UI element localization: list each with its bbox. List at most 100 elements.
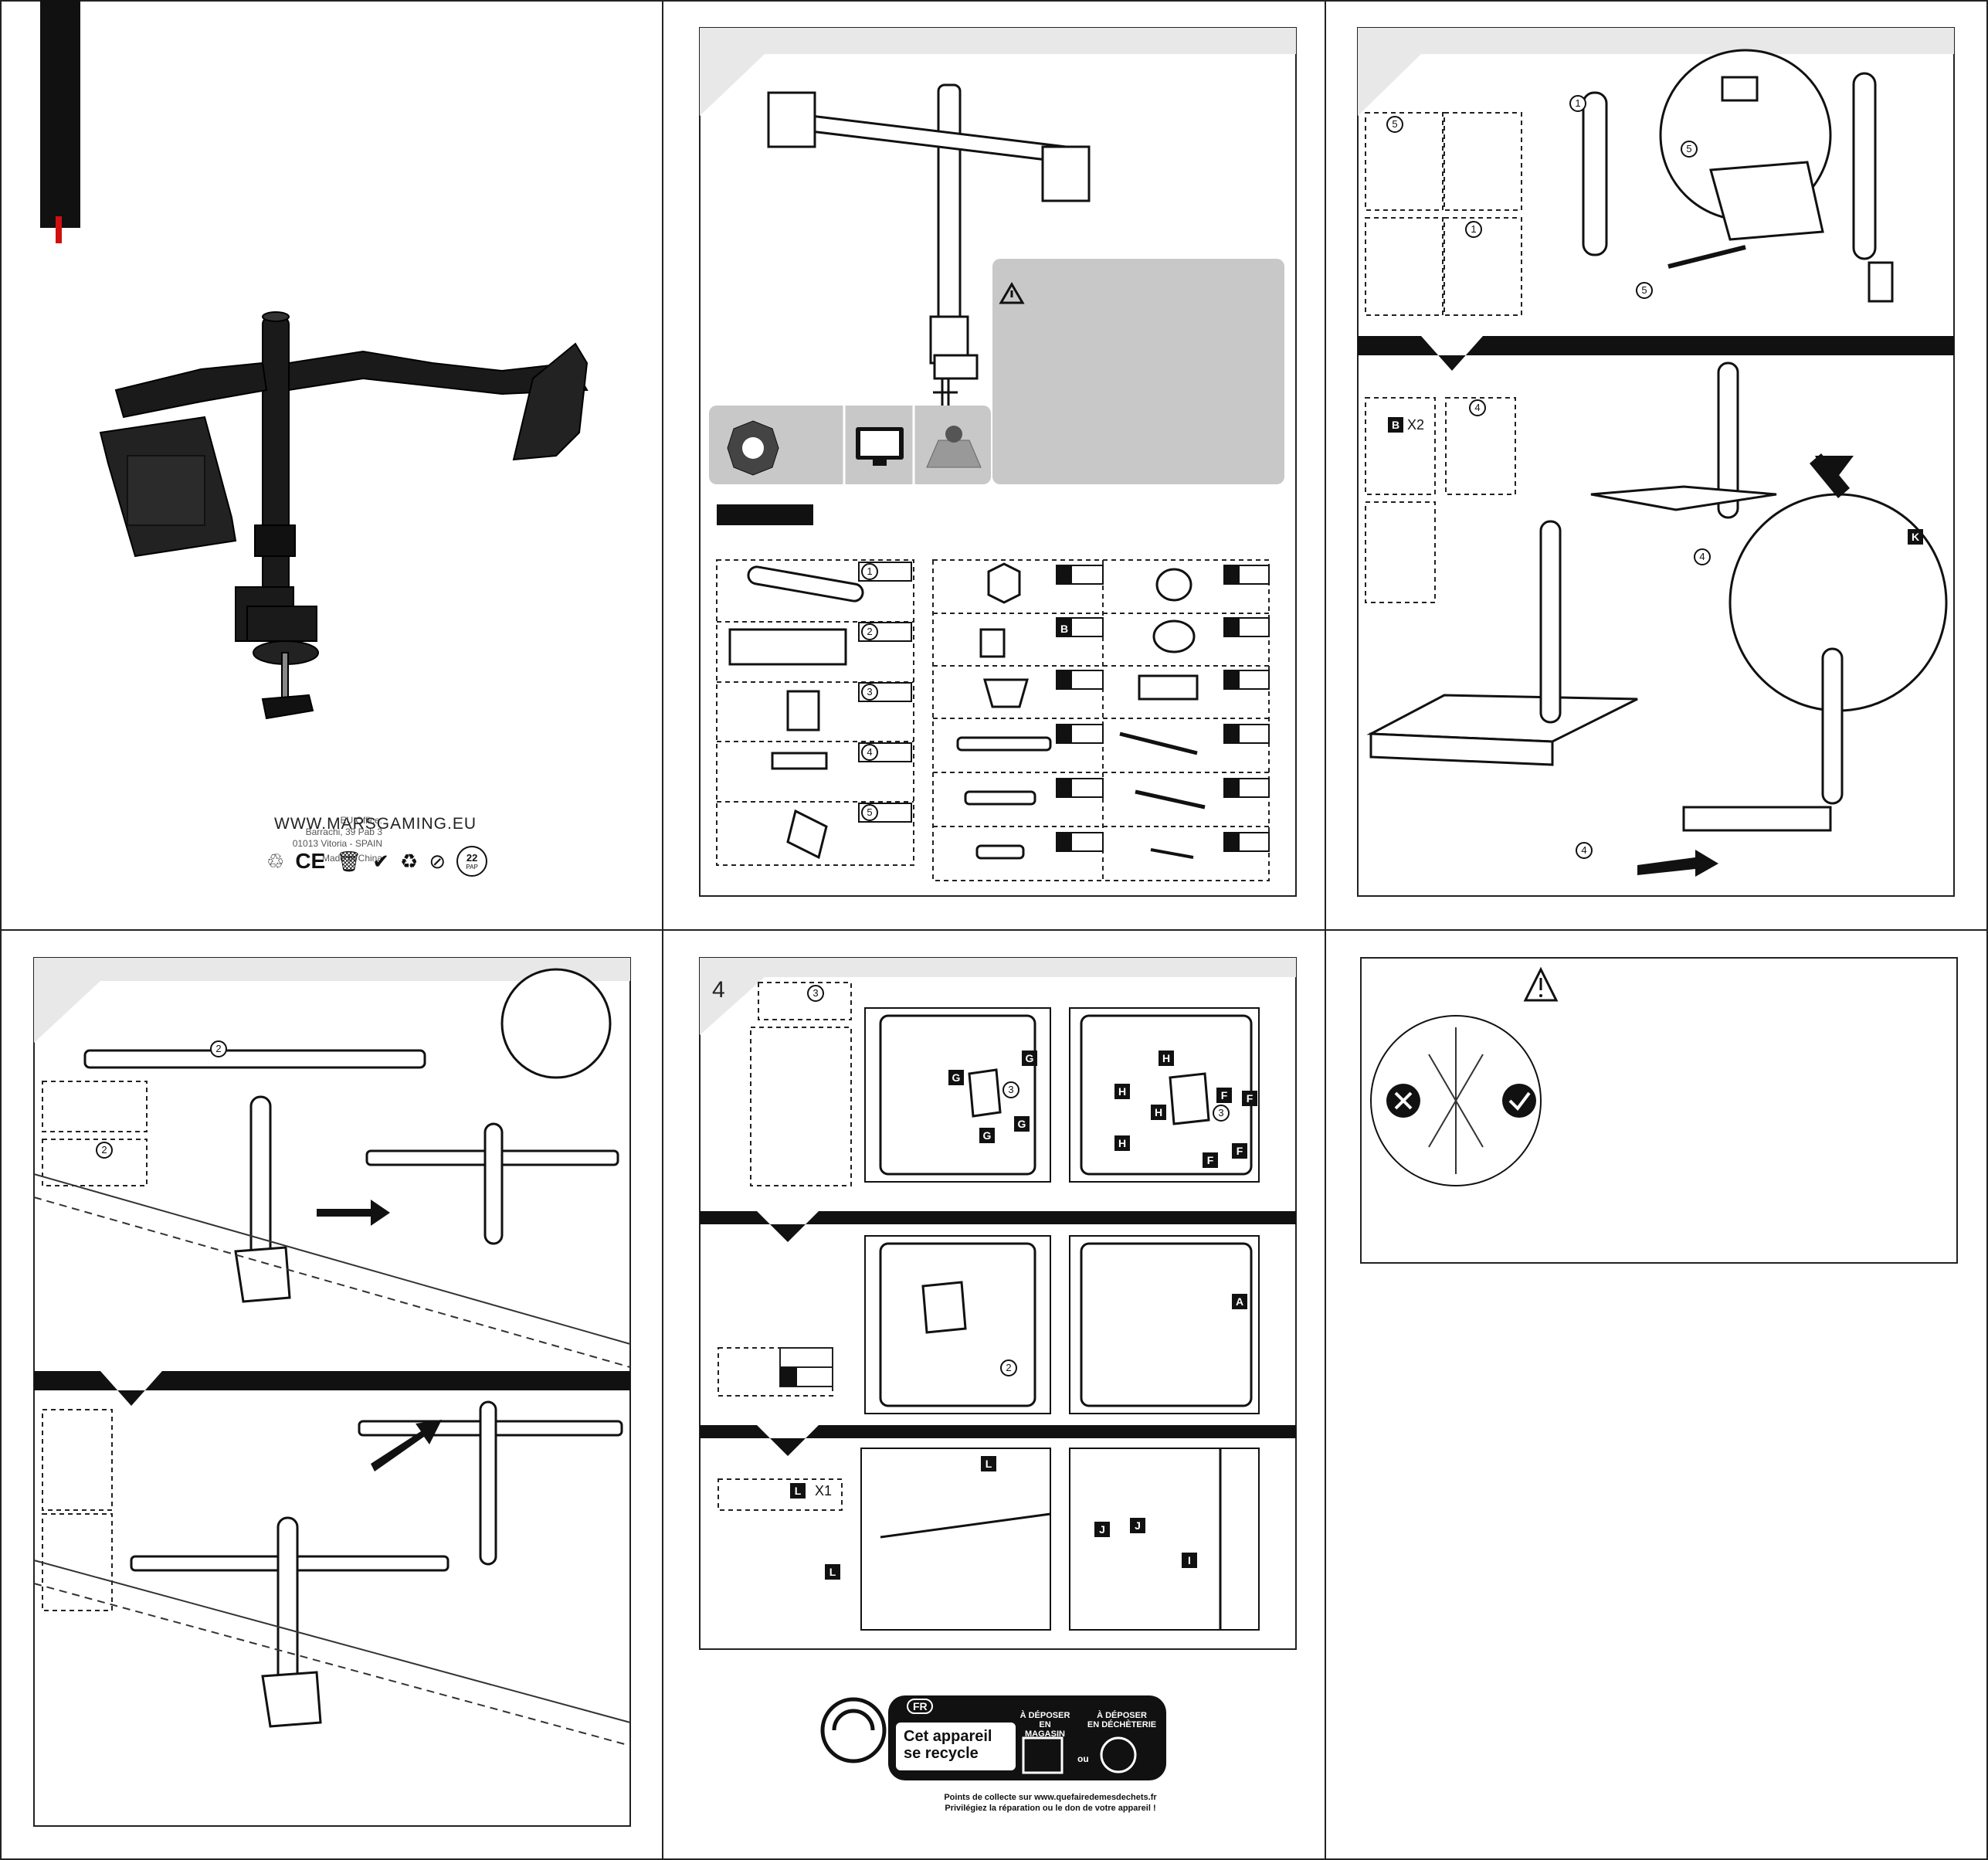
step-number: 4 — [712, 977, 725, 1003]
tension-warning-panel — [1360, 957, 1958, 1264]
part-number-4: 4 — [1694, 548, 1711, 565]
arrow-icons — [1637, 453, 1854, 877]
pap-icon: 22 PAP — [456, 846, 488, 877]
part-number-4: 4 — [1469, 399, 1486, 416]
part-number-1: 1 — [1465, 221, 1482, 238]
office-line: 01013 Vitoria - SPAIN — [292, 838, 382, 849]
part-number-5: 5 — [1386, 116, 1403, 133]
weee-bin-icon: 🗑 — [336, 849, 362, 873]
rohs-icon: ✔ — [372, 849, 390, 873]
part-number-3: 3 — [1002, 1081, 1019, 1098]
office-line: Barrachi, 39 Pab 3 — [305, 826, 382, 837]
section-divider — [700, 1425, 1296, 1456]
triman-country: FR — [913, 1700, 928, 1712]
part-number-5: 5 — [1681, 141, 1698, 158]
office-line: EU Office: — [340, 815, 382, 826]
triman-title: Cet appareil se recycle — [904, 1728, 992, 1762]
triman-title-line: Cet appareil — [904, 1728, 992, 1745]
label-l: L — [981, 1456, 996, 1471]
triman-store-heading: À DÉPOSER EN MAGASIN — [1018, 1711, 1072, 1739]
triman-footer-line: Privilégiez la réparation ou le don de v… — [945, 1804, 1156, 1813]
weight-icon — [926, 440, 982, 468]
triman-footer-line[interactable]: Points de collecte sur www.quefairedemes… — [944, 1793, 1157, 1802]
label-h: H — [1114, 1084, 1130, 1099]
parts-right-drawings — [956, 562, 1206, 860]
no-burn-icon: ⊘ — [429, 849, 446, 873]
label-a: A — [1232, 1294, 1247, 1309]
parts-left-drawings — [728, 565, 864, 860]
part-number-3: 3 — [807, 985, 824, 1002]
ce-mark-icon: CE — [295, 849, 326, 873]
certification-marks: ♲ CE 🗑 ✔ ♻ ⊘ 22 PAP — [266, 846, 488, 877]
cover-panel — [40, 0, 589, 720]
triman-title-line: se recycle — [904, 1745, 979, 1762]
assembled-arm-illustration — [767, 83, 1091, 411]
label-f: F — [1203, 1152, 1218, 1168]
hex-key-quantity: X1 — [815, 1483, 833, 1499]
clamp-label: B — [1388, 417, 1403, 433]
part-label-b: B — [1057, 621, 1072, 636]
parts-panel — [699, 27, 1297, 897]
label-i: I — [1182, 1553, 1197, 1568]
triman-dechetterie-line: À DÉPOSER — [1097, 1711, 1147, 1720]
part-number-1: 1 — [861, 563, 878, 580]
label-f: F — [1232, 1143, 1247, 1159]
part-number-4: 4 — [861, 744, 878, 761]
section-divider — [34, 1371, 630, 1406]
correct-icon — [1502, 1084, 1536, 1118]
warning-box — [992, 259, 1284, 484]
website-url[interactable]: WWW.MARSGAMING.EU — [274, 815, 477, 833]
arm-assembly-panel — [33, 957, 631, 1827]
parts-right-tags — [1056, 565, 1270, 852]
triman-store-line: À DÉPOSER — [1019, 1711, 1070, 1720]
vesa-mount-panel — [699, 957, 1297, 1650]
label-f: F — [1242, 1091, 1257, 1106]
pap-label: PAP — [466, 864, 478, 871]
part-number-2: 2 — [96, 1142, 113, 1159]
office-address: EU Office: Barrachi, 39 Pab 3 01013 Vito… — [228, 815, 382, 864]
section-divider — [1358, 336, 1954, 371]
label-k: K — [1908, 529, 1923, 545]
part-number-4: 4 — [1576, 842, 1593, 859]
recycle-icon: ♻ — [400, 849, 419, 873]
triman-dechetterie-line: EN DÉCHÈTERIE — [1087, 1720, 1157, 1729]
triman-dechetterie-heading: À DÉPOSER EN DÉCHÈTERIE — [1085, 1711, 1159, 1729]
pap-number: 22 — [466, 852, 478, 864]
label-l: L — [825, 1564, 840, 1580]
warning-triangle-icon — [999, 282, 1025, 304]
part-number-1: 1 — [1569, 95, 1586, 112]
part-number-5: 5 — [1636, 282, 1653, 299]
dechetterie-icon — [1100, 1736, 1137, 1773]
part-number-2: 2 — [1000, 1359, 1017, 1376]
warning-triangle-icon — [1523, 966, 1559, 1002]
spec-icon-strip — [709, 406, 991, 484]
part-number-3: 3 — [1213, 1105, 1230, 1122]
part-number-5: 5 — [861, 804, 878, 821]
part-number-3: 3 — [861, 684, 878, 701]
triman-logo — [820, 1695, 1166, 1780]
triman-or: ou — [1077, 1753, 1089, 1764]
section-divider — [700, 1211, 1296, 1242]
label-h: H — [1151, 1105, 1166, 1120]
label-g: G — [979, 1128, 995, 1143]
label-h: H — [1114, 1135, 1130, 1151]
label-g: G — [948, 1070, 964, 1085]
recycle-dot-icon: ♲ — [266, 849, 285, 873]
parts-right-table — [932, 559, 1270, 881]
label-g: G — [1022, 1050, 1037, 1066]
cover-product-image — [99, 311, 589, 720]
shop-icon — [1022, 1736, 1064, 1774]
hex-key-label: L — [790, 1483, 806, 1499]
triman-footer: Points de collecte sur www.quefairedemes… — [923, 1792, 1178, 1814]
label-f: F — [1216, 1088, 1232, 1103]
parts-heading-bar — [717, 504, 813, 525]
triman-person-icon — [820, 1697, 887, 1763]
base-assembly-panel — [1357, 27, 1955, 897]
cover-black-strip — [40, 0, 80, 228]
arrow-icons — [317, 1200, 442, 1471]
office-line: Made In China — [321, 853, 382, 864]
label-h: H — [1159, 1050, 1174, 1066]
label-g: G — [1014, 1116, 1030, 1132]
